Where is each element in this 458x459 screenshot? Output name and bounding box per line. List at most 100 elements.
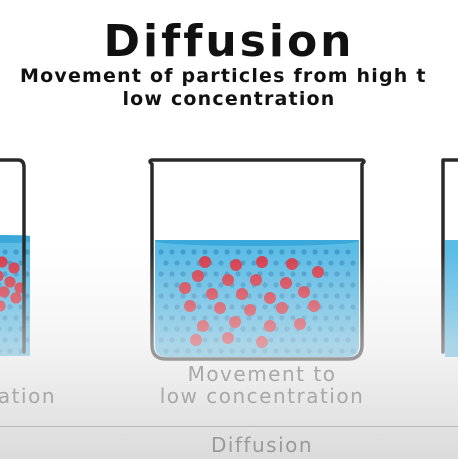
particle <box>280 277 292 289</box>
water-dot <box>163 282 169 288</box>
water-dot <box>334 249 340 255</box>
water-dot <box>163 326 169 332</box>
water-dot <box>328 282 334 288</box>
subtitle-line-2: low concentration <box>122 88 336 110</box>
water-dot <box>251 260 257 266</box>
water-dot <box>317 348 323 354</box>
water-dot <box>334 271 340 277</box>
water-dot <box>191 249 197 255</box>
beaker-left <box>0 158 30 356</box>
water-dot <box>158 271 164 277</box>
water-dot <box>246 337 252 343</box>
water-dot <box>2 249 8 255</box>
particle <box>10 292 22 304</box>
water-dot <box>295 282 301 288</box>
particle <box>192 270 204 282</box>
water-dot <box>13 337 19 343</box>
particle <box>294 318 306 330</box>
caption-middle-line-2: low concentration <box>159 384 365 408</box>
water-dot <box>191 315 197 321</box>
water-dot <box>180 271 186 277</box>
water-dot <box>202 337 208 343</box>
water-dot <box>317 260 323 266</box>
particle <box>244 304 256 316</box>
particle <box>286 258 298 270</box>
beaker-right <box>441 158 458 357</box>
water-dot <box>328 348 334 354</box>
water-dot <box>350 282 356 288</box>
water-dot <box>328 260 334 266</box>
water-dot <box>268 315 274 321</box>
water-dot <box>218 282 224 288</box>
water-dot <box>350 326 356 332</box>
water-dot <box>339 260 345 266</box>
water-dot <box>213 337 219 343</box>
water-dot <box>240 282 246 288</box>
water-dot <box>158 293 164 299</box>
water-dot <box>180 249 186 255</box>
water-dot <box>158 337 164 343</box>
water-dot <box>262 304 268 310</box>
water-dot <box>224 249 230 255</box>
water-dot <box>196 304 202 310</box>
water-dot <box>350 348 356 354</box>
particle <box>230 259 242 271</box>
water-dot <box>169 249 175 255</box>
water-dot <box>334 293 340 299</box>
water-dot <box>158 315 164 321</box>
water-dot <box>251 326 257 332</box>
water-dot <box>240 348 246 354</box>
water-dot <box>169 293 175 299</box>
water-dot <box>7 304 13 310</box>
water-dot <box>290 337 296 343</box>
water-dot <box>196 282 202 288</box>
water-dot <box>290 315 296 321</box>
water-dot <box>257 315 263 321</box>
water-dot <box>174 260 180 266</box>
water-dot <box>174 304 180 310</box>
water-dot <box>13 249 19 255</box>
water-dot <box>273 282 279 288</box>
water-dot <box>301 337 307 343</box>
water-dot <box>185 326 191 332</box>
water-dot <box>301 249 307 255</box>
water-dot <box>306 282 312 288</box>
particle <box>264 320 276 332</box>
particle <box>298 286 310 298</box>
particle <box>199 256 211 268</box>
water-dot <box>202 315 208 321</box>
water-dot <box>273 348 279 354</box>
water-dot <box>218 348 224 354</box>
water-dot <box>262 348 268 354</box>
particle <box>312 266 324 278</box>
water-dot <box>246 271 252 277</box>
water-dot <box>257 249 263 255</box>
water-dot <box>350 304 356 310</box>
water-dot <box>345 293 351 299</box>
water-dot <box>268 337 274 343</box>
water-dot <box>163 304 169 310</box>
water-dot <box>279 249 285 255</box>
footer-divider <box>0 426 458 427</box>
water-dot <box>2 337 8 343</box>
water-dot <box>345 337 351 343</box>
water-dot <box>207 304 213 310</box>
water-dot <box>290 293 296 299</box>
water-dot <box>180 337 186 343</box>
water-dot <box>169 271 175 277</box>
water-dot <box>163 348 169 354</box>
water-dot <box>273 260 279 266</box>
water-dot <box>262 282 268 288</box>
water-dot <box>191 293 197 299</box>
water-dot <box>290 271 296 277</box>
water-dot <box>323 337 329 343</box>
footer-label: Diffusion <box>210 433 314 457</box>
water-dot <box>202 249 208 255</box>
particle <box>214 302 226 314</box>
particle <box>229 316 241 328</box>
water-dot <box>13 315 19 321</box>
water-dot <box>251 348 257 354</box>
water-dot <box>306 326 312 332</box>
particle <box>264 292 276 304</box>
water-dot <box>7 326 13 332</box>
